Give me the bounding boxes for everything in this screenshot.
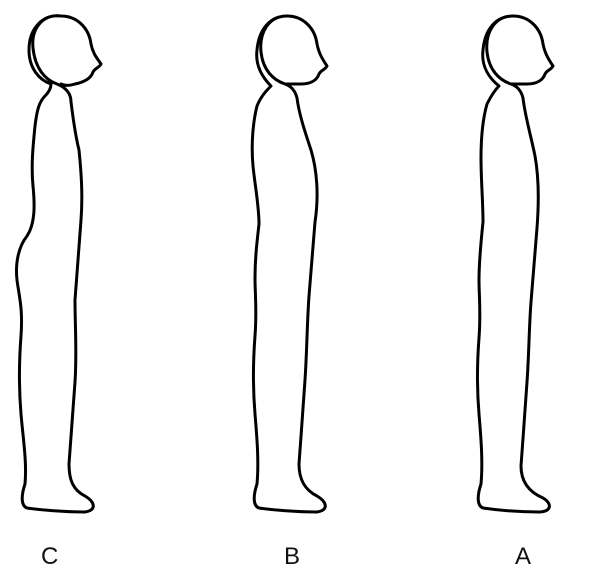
label-b: B	[284, 543, 404, 571]
label-c: C	[41, 543, 161, 571]
body-outline-c-icon	[5, 10, 125, 520]
silhouette-b: B	[235, 0, 355, 578]
label-a: A	[515, 543, 607, 571]
body-outline-b-icon	[235, 10, 355, 520]
silhouette-c: C	[5, 0, 125, 578]
body-outline-a-icon	[463, 10, 583, 520]
silhouette-a: A	[463, 0, 583, 578]
